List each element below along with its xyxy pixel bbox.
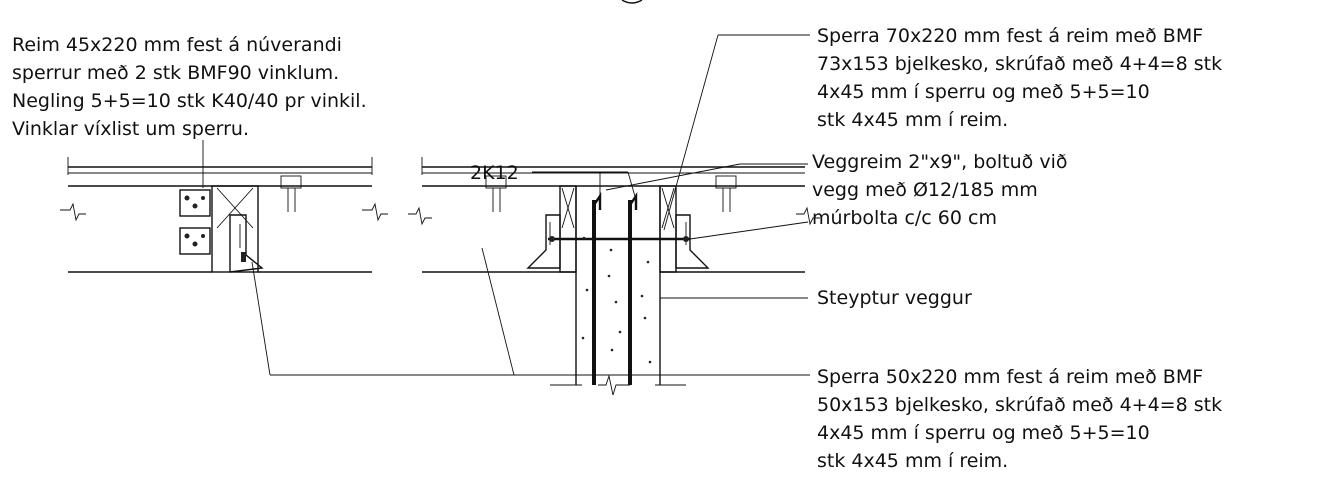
note-line: stk 4x45 mm í reim. [817,109,1008,131]
right-beam [408,157,820,273]
concrete-wall [550,186,686,396]
note-line: múrbolta c/c 60 cm [812,207,997,229]
note-line: Negling 5+5=10 stk K40/40 pr vinkil. [12,90,367,112]
leader-lines [251,34,810,376]
note-veggreim: Veggreim 2"x9", boltuð við vegg með Ø12/… [812,151,1068,229]
note-line: 4x45 mm í sperru og með 5+5=10 [817,422,1150,444]
note-line: 4x45 mm í sperru og með 5+5=10 [817,81,1150,103]
note-sperra-top: Sperra 70x220 mm fest á reim með BMF 73x… [817,25,1222,131]
note-line: sperrur með 2 stk BMF90 vinklum. [12,62,339,84]
note-steyptur: Steyptur veggur [817,287,972,309]
note-line: Vinklar víxlist um sperru. [12,118,249,140]
note-line: 50x153 bjelkesko, skrúfað með 4+4=8 stk [817,394,1222,416]
note-line: Sperra 70x220 mm fest á reim með BMF [817,25,1203,47]
note-sperra-bottom: Sperra 50x220 mm fest á reim með BMF 50x… [817,366,1222,472]
top-mark [621,0,643,4]
note-reim-left: Reim 45x220 mm fest á núverandi sperrur … [12,34,367,140]
note-line: 73x153 bjelkesko, skrúfað með 4+4=8 stk [817,53,1222,75]
note-line: Sperra 50x220 mm fest á reim með BMF [817,366,1203,388]
note-line: stk 4x45 mm í reim. [817,450,1008,472]
note-line: Veggreim 2"x9", boltuð við [812,151,1068,173]
note-line: vegg með Ø12/185 mm [812,179,1038,201]
note-line: Reim 45x220 mm fest á núverandi [12,34,342,56]
left-beam [60,140,388,273]
